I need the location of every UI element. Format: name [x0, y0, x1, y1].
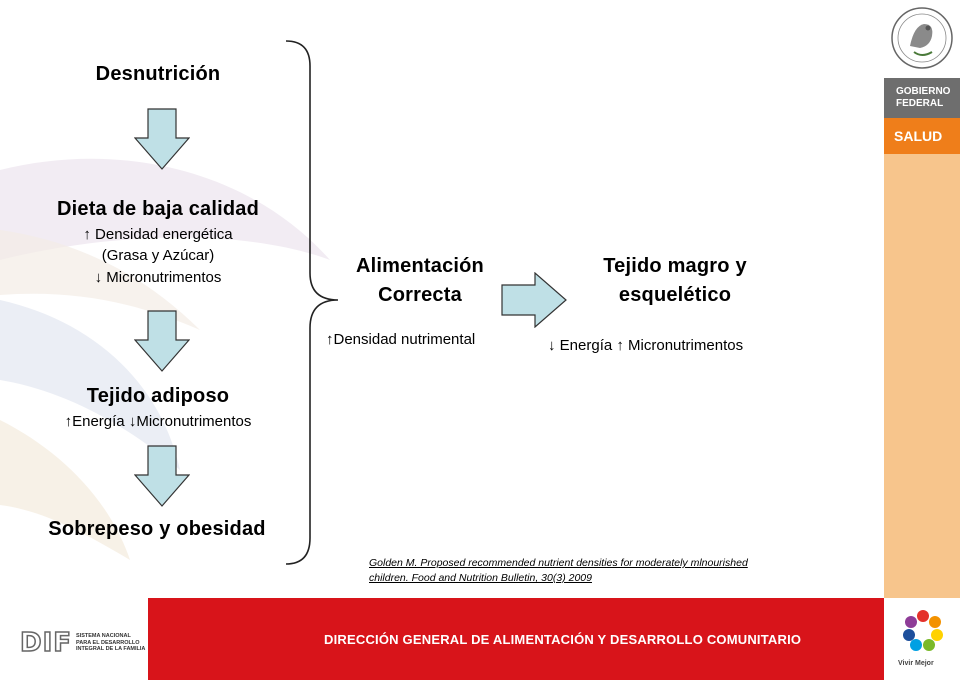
- dieta-line1-text: Densidad energética: [90, 226, 233, 243]
- dif-mark: DIF: [19, 627, 73, 659]
- dieta-line3: ↓ Micronutrimentos: [20, 267, 296, 288]
- dieta-line2: (Grasa y Azúcar): [101, 247, 215, 264]
- alimentacion-line1: Alimentación: [356, 255, 484, 277]
- dif-logo: DIF SISTEMA NACIONAL PARA EL DESARROLLO …: [19, 627, 145, 659]
- up-arrow-icon: ↑: [616, 337, 624, 354]
- desnutricion-label: Desnutrición: [95, 63, 221, 85]
- alimentacion-title: Alimentación Correcta: [330, 252, 510, 310]
- dif-line3: INTEGRAL DE LA FAMILIA: [76, 646, 146, 653]
- down-arrow-1: [134, 108, 190, 170]
- energia-text: Energía: [555, 337, 617, 354]
- right-brace: [285, 40, 339, 565]
- down-arrow-icon: ↓: [128, 413, 137, 430]
- bottom-left-area: [0, 598, 148, 680]
- footer-banner: DIRECCIÓN GENERAL DE ALIMENTACIÓN Y DESA…: [148, 598, 884, 680]
- dif-line1: SISTEMA NACIONAL: [76, 633, 131, 640]
- down-arrow-3: [134, 445, 190, 507]
- energia-micro-line: ↓ Energía ↑ Micronutrimentos: [548, 337, 743, 354]
- bottom-right-area: [884, 598, 960, 680]
- citation-line1: Golden M. Proposed recommended nutrient …: [369, 557, 748, 569]
- up-arrow-icon: ↑: [83, 226, 91, 243]
- tejido-magro-line1: Tejido magro y: [603, 255, 747, 277]
- up-arrow-icon: ↑: [64, 413, 73, 430]
- salud-badge: SALUD: [884, 118, 960, 154]
- vivir-mejor-logo-icon: [903, 610, 943, 651]
- densidad-text: Densidad nutrimental: [333, 331, 476, 348]
- down-arrow-icon: ↓: [94, 269, 103, 286]
- gobierno-line2: FEDERAL: [896, 98, 944, 109]
- background-swirl: [0, 158, 330, 560]
- densidad-line: ↑Densidad nutrimental: [326, 331, 475, 348]
- gobierno-line1: GOBIERNO: [896, 86, 951, 97]
- micro-text: Micronutrimentos: [623, 337, 744, 354]
- right-arrow: [501, 272, 567, 328]
- dieta-line3-text: Micronutrimentos: [102, 269, 222, 286]
- seal-box: [884, 0, 960, 78]
- energia-text: Energía: [72, 413, 129, 430]
- citation-line2: children. Food and Nutrition Bulletin, 3…: [369, 572, 592, 584]
- micro-text: Micronutrimentos: [136, 413, 252, 430]
- citation: Golden M. Proposed recommended nutrient …: [369, 556, 849, 586]
- dieta-line1: ↑ Densidad energética: [20, 224, 296, 245]
- alimentacion-line2: Correcta: [378, 284, 462, 306]
- up-arrow-icon: ↑: [326, 331, 334, 348]
- vivir-mejor-label: Vivir Mejor: [898, 660, 934, 667]
- down-arrow-2: [134, 310, 190, 372]
- dieta-title: Dieta de baja calidad: [56, 198, 260, 220]
- national-seal-icon: [891, 7, 953, 69]
- dif-line2: PARA EL DESARROLLO: [76, 639, 140, 646]
- dif-text: SISTEMA NACIONAL PARA EL DESARROLLO INTE…: [76, 633, 145, 653]
- tejido-magro-title: Tejido magro y esquelético: [570, 252, 780, 310]
- down-arrow-icon: ↓: [548, 337, 556, 354]
- sobrepeso-title: Sobrepeso y obesidad: [48, 518, 266, 540]
- tejido-magro-line2: esquelético: [618, 284, 732, 306]
- tejido-adiposo-title: Tejido adiposo: [86, 385, 230, 407]
- gobierno-federal-badge: GOBIERNO FEDERAL: [884, 78, 960, 118]
- tejido-adiposo-line: ↑Energía ↓Micronutrimentos: [10, 411, 306, 432]
